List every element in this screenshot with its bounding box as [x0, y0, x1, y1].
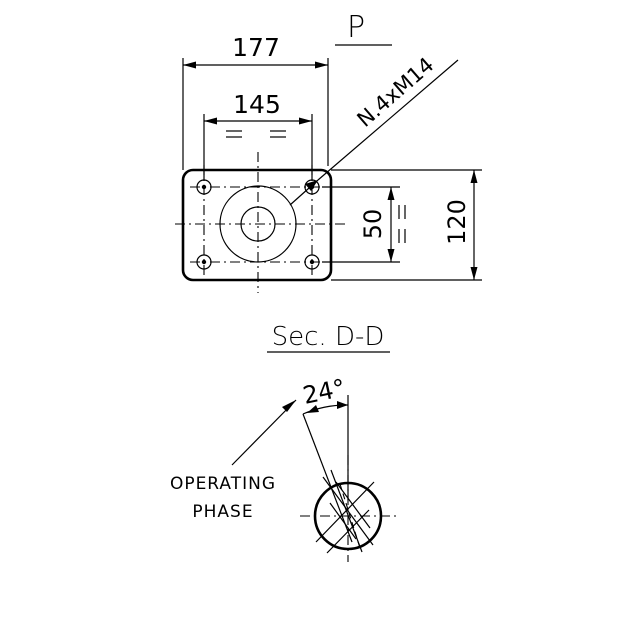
- bolt-hole-bottom-right: [304, 254, 320, 270]
- section-dd: Sec. D-D 24° OPER: [170, 322, 396, 562]
- dimension-120-text: 120: [443, 199, 471, 245]
- flange-bore-circle: [240, 206, 276, 242]
- dimension-177: 177: [182, 33, 329, 170]
- symmetry-marks-horizontal: [226, 130, 286, 138]
- phase-lines: [302, 413, 375, 554]
- dimension-145-text: 145: [233, 90, 281, 119]
- section-dd-label: Sec. D-D: [272, 322, 385, 352]
- angle-dimension-24: 24°: [300, 374, 349, 500]
- bolt-hole-bottom-left: [196, 254, 212, 270]
- thread-callout: N.4xM14: [289, 53, 459, 206]
- dimension-50-text: 50: [359, 209, 387, 240]
- view-p: P: [175, 10, 482, 293]
- thread-callout-text: N.4xM14: [353, 53, 439, 132]
- dimension-177-text: 177: [232, 33, 280, 62]
- flange-boss-circle: [219, 185, 297, 263]
- dimension-50: 50: [322, 186, 406, 263]
- flange-outline: [181, 168, 333, 282]
- symmetry-marks-vertical: [398, 205, 406, 243]
- operating-phase-note-line2: PHASE: [192, 502, 253, 522]
- operating-phase-note-line1: OPERATING: [170, 474, 276, 494]
- dimension-145: 145: [203, 90, 313, 180]
- operating-phase-leader: [231, 399, 297, 466]
- dimension-120: 120: [331, 169, 482, 281]
- view-p-label: P: [347, 10, 365, 45]
